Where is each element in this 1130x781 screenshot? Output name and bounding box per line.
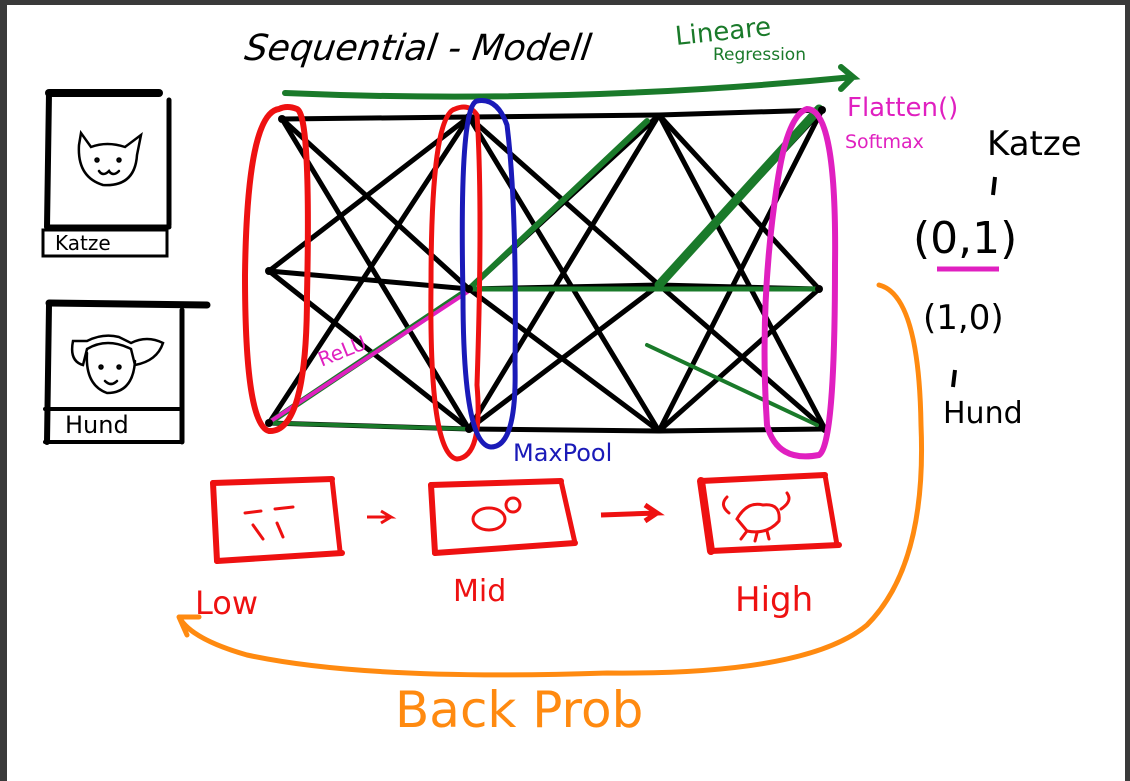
output-katze-label: Katze [987,124,1082,164]
relu-line [269,289,471,423]
title-text: Sequential - Modell [242,28,594,69]
whiteboard-canvas: Sequential - Modell Lineare Regression F… [7,5,1125,781]
maxpool-label: MaxPool [513,439,613,467]
backprop-arrow [176,282,925,678]
arrow-low-mid [367,509,397,525]
katze-tick [991,176,997,196]
input-hund-frame [43,299,211,445]
input-hund-label: Hund [65,411,129,439]
linear-regression-path [266,104,824,431]
hidden-layer-loop [428,104,483,462]
feature-box-mid [428,478,578,556]
dog-face-drawing [70,334,165,395]
feature-box-low [210,476,345,564]
output-vector-hund: (1,0) [923,298,1004,338]
hund-tick [951,369,957,388]
feature-box-high [697,472,842,555]
backprop-label: Back Prob [395,681,644,739]
output-vector-katze: (0,1) [913,213,1018,264]
maxpool-loop [459,98,518,450]
output-layer-loop [761,105,839,460]
feature-mid-label: Mid [453,574,507,609]
feature-high-label: High [735,580,814,620]
input-katze-frame [41,89,172,258]
diagram-svg [41,64,999,678]
network-connections [266,107,828,434]
linear-regression-line2: Regression [713,45,806,65]
input-katze-label: Katze [55,231,111,255]
flatten-label: Flatten() [847,93,959,123]
arrow-mid-high [600,502,665,524]
input-layer-loop [241,104,311,434]
cat-face-drawing [77,129,143,187]
softmax-label: Softmax [845,131,924,153]
linear-regression-arrow [282,64,861,100]
network-nodes [265,106,829,433]
output-hund-label: Hund [943,396,1023,431]
feature-low-label: Low [195,584,259,622]
